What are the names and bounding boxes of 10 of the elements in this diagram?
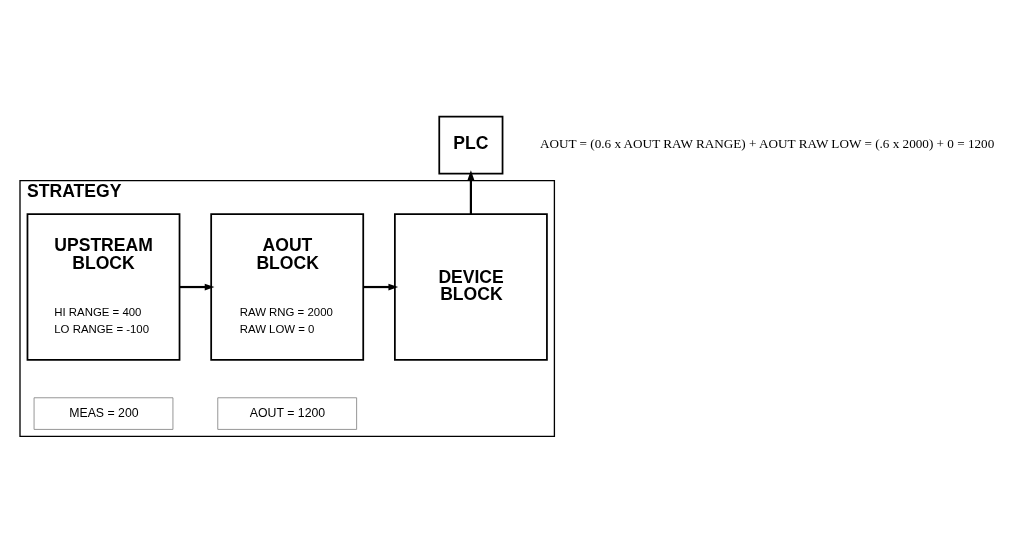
node-box: AOUT = 1200 xyxy=(216,397,357,430)
node-box: PLC xyxy=(437,115,503,175)
node-box: DEVICE BLOCK xyxy=(393,213,548,361)
arrow xyxy=(467,170,474,214)
node-box: UPSTREAM BLOCK HI RANGE = 400 LO RANGE = -100 xyxy=(26,213,180,361)
label: AOUT = (0.6 x AOUT RAW RANGE) + AOUT RAW LOW = (.6 x 2000) + 0 = 1200 xyxy=(539,136,994,152)
node-box: AOUT BLOCK RAW RNG = 2000 RAW LOW = 0 xyxy=(209,213,364,361)
node-box: MEAS = 200 xyxy=(33,397,173,430)
arrow xyxy=(179,283,214,291)
arrow xyxy=(362,283,398,291)
